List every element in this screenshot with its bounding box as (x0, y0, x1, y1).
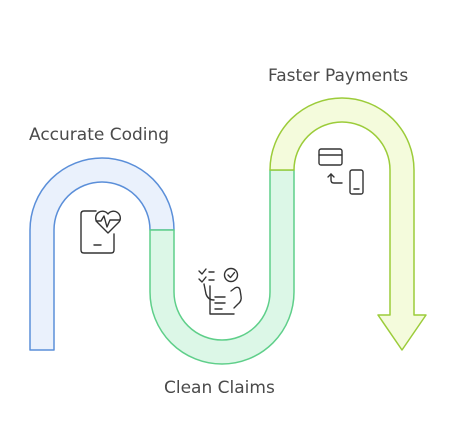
checklist-document-icon (198, 267, 242, 315)
stage-label-clean-claims: Clean Claims (164, 378, 275, 398)
stage-label-accurate-coding: Accurate Coding (29, 125, 170, 145)
card-to-phone-payment-icon (318, 148, 364, 195)
stage-1-path (29, 157, 175, 351)
stage-label-faster-payments: Faster Payments (268, 66, 409, 86)
stage-2-path (149, 169, 295, 365)
tablet-heartbeat-icon (80, 210, 121, 254)
stage-3-path (269, 97, 427, 351)
